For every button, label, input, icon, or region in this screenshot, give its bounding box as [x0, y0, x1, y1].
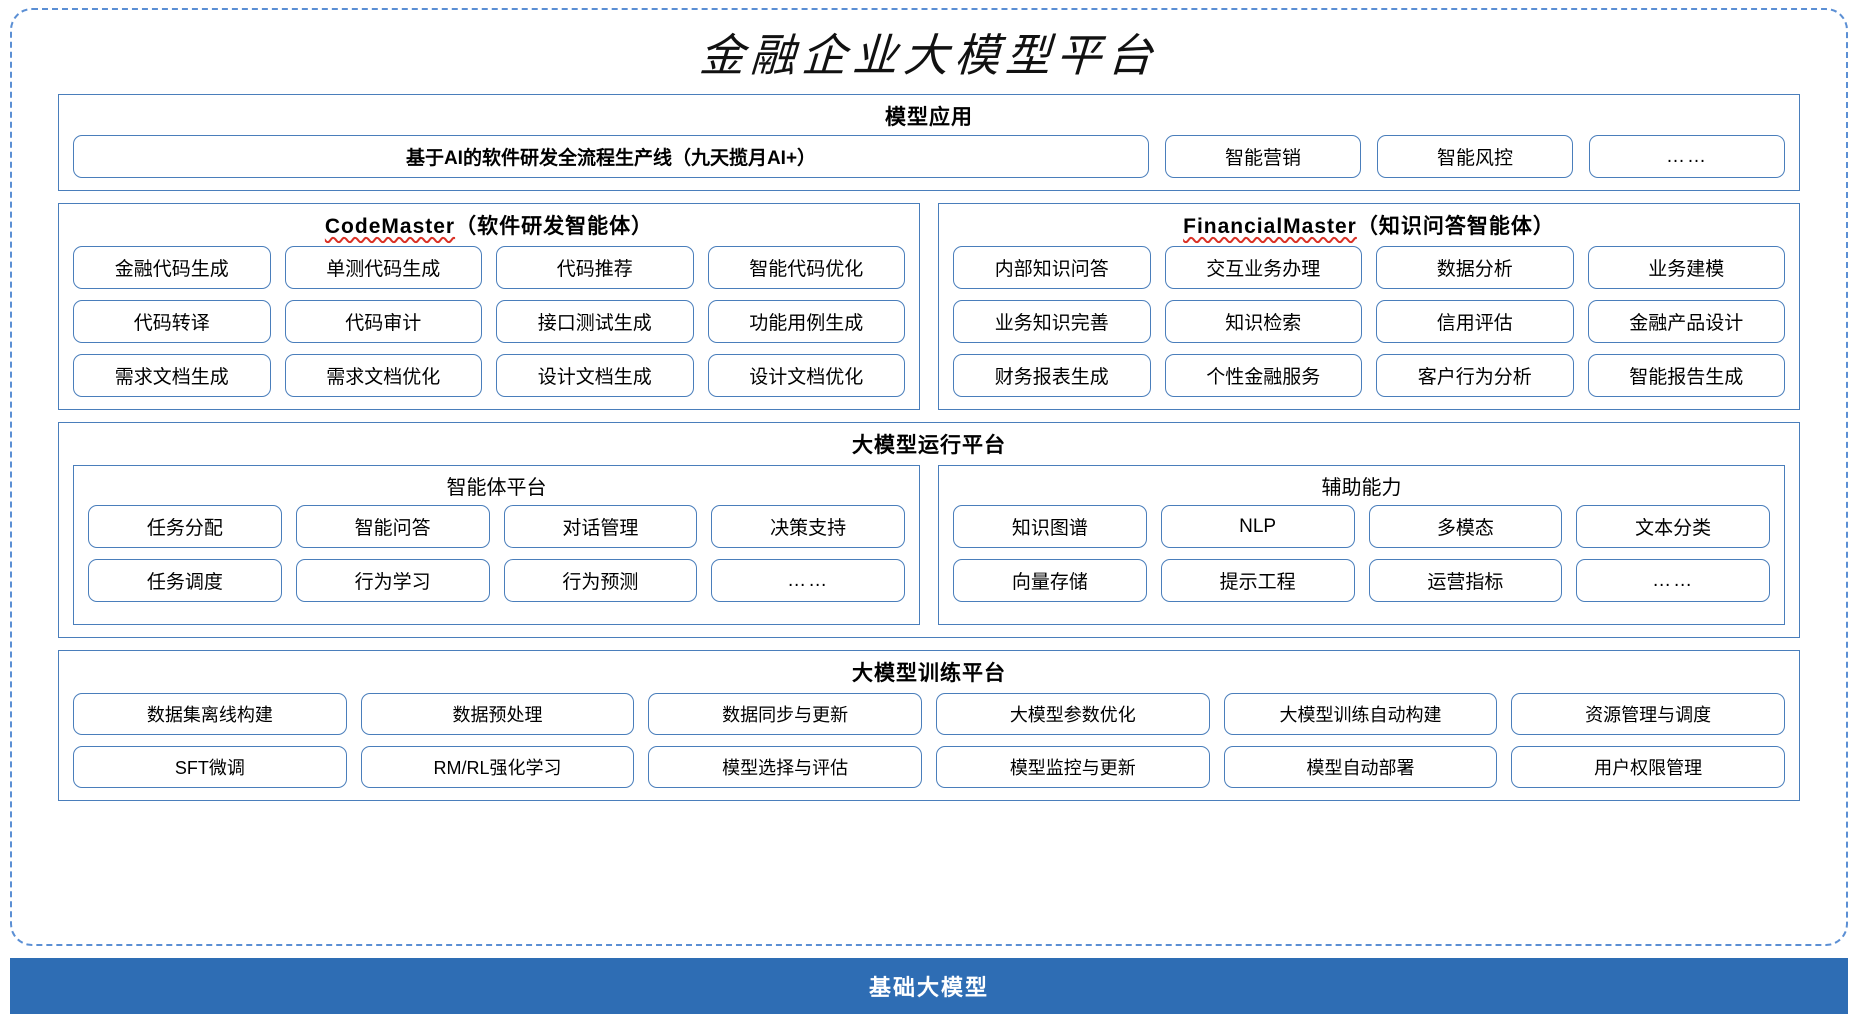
cm-item-3[interactable]: 智能代码优化: [707, 246, 905, 290]
fm-item-8[interactable]: 财务报表生成: [953, 354, 1151, 398]
app-item-smart-risk-control[interactable]: 智能风控: [1377, 135, 1573, 179]
app-item-ai-pipeline[interactable]: 基于AI的软件研发全流程生产线（九天揽月AI+）: [73, 135, 1149, 179]
cm-item-8[interactable]: 需求文档生成: [73, 354, 271, 398]
tp-item-3[interactable]: 大模型参数优化: [935, 693, 1210, 736]
fm-item-3[interactable]: 业务建模: [1587, 246, 1785, 290]
ap-item-5[interactable]: 行为学习: [295, 559, 490, 603]
panel-title-train-platform: 大模型训练平台: [852, 662, 1006, 686]
base-model-bar: 基础大模型: [10, 958, 1848, 1014]
ap-item-0[interactable]: 任务分配: [88, 505, 282, 549]
cm-item-2[interactable]: 代码推荐: [496, 246, 694, 290]
assist-capability-items: 知识图谱 NLP 多模态 文本分类 向量存储 提示工程 运营指标 ……: [939, 503, 1784, 614]
cm-item-4[interactable]: 代码转译: [73, 300, 271, 344]
tp-item-9[interactable]: 模型监控与更新: [935, 746, 1210, 789]
tp-item-2[interactable]: 数据同步与更新: [648, 693, 922, 736]
ap-item-4[interactable]: 任务调度: [88, 559, 282, 603]
fm-item-11[interactable]: 智能报告生成: [1587, 354, 1785, 398]
code-master-name: CodeMaster: [324, 215, 456, 239]
panel-financial-master: FinancialMaster（知识问答智能体） 内部知识问答 交互业务办理 数…: [938, 203, 1800, 411]
agent-platform-items: 任务分配 智能问答 对话管理 决策支持 任务调度 行为学习 行为预测 ……: [74, 503, 919, 614]
agents-row: CodeMaster（软件研发智能体） 金融代码生成 单测代码生成 代码推荐 智…: [58, 203, 1800, 411]
ac-item-3[interactable]: 文本分类: [1576, 505, 1770, 549]
cm-item-6[interactable]: 接口测试生成: [496, 300, 694, 344]
fm-item-5[interactable]: 知识检索: [1164, 300, 1362, 344]
code-master-subtitle: （软件研发智能体）: [455, 215, 654, 239]
fm-item-0[interactable]: 内部知识问答: [953, 246, 1151, 290]
fm-item-6[interactable]: 信用评估: [1376, 300, 1574, 344]
panel-train-platform: 大模型训练平台 数据集离线构建 数据预处理 数据同步与更新 大模型参数优化 大模…: [58, 650, 1800, 802]
ap-item-1[interactable]: 智能问答: [295, 505, 490, 549]
cm-item-10[interactable]: 设计文档生成: [496, 354, 694, 398]
tp-item-8[interactable]: 模型选择与评估: [648, 746, 922, 789]
app-item-more[interactable]: ……: [1589, 135, 1785, 179]
cm-item-5[interactable]: 代码审计: [284, 300, 482, 344]
fm-item-4[interactable]: 业务知识完善: [953, 300, 1151, 344]
financial-master-name: FinancialMaster: [1183, 215, 1357, 239]
ac-item-7[interactable]: ……: [1576, 559, 1770, 603]
subpanel-assist-capability: 辅助能力 知识图谱 NLP 多模态 文本分类 向量存储 提示工程 运营指标 ……: [938, 465, 1785, 626]
cm-item-11[interactable]: 设计文档优化: [707, 354, 905, 398]
ap-item-3[interactable]: 决策支持: [711, 505, 905, 549]
panel-title-model-application: 模型应用: [885, 106, 973, 130]
panel-model-application: 模型应用 基于AI的软件研发全流程生产线（九天揽月AI+） 智能营销 智能风控 …: [58, 94, 1800, 192]
ap-item-7[interactable]: ……: [711, 559, 905, 603]
ac-item-2[interactable]: 多模态: [1368, 505, 1563, 549]
tp-item-1[interactable]: 数据预处理: [360, 693, 635, 736]
fm-item-1[interactable]: 交互业务办理: [1164, 246, 1362, 290]
ac-item-1[interactable]: NLP: [1160, 505, 1355, 549]
code-master-items: 金融代码生成 单测代码生成 代码推荐 智能代码优化 代码转译 代码审计 接口测试…: [59, 244, 919, 409]
base-model-label: 基础大模型: [868, 975, 989, 1000]
subpanel-title-agent-platform: 智能体平台: [446, 477, 547, 500]
model-application-items: 基于AI的软件研发全流程生产线（九天揽月AI+） 智能营销 智能风控 ……: [59, 135, 1799, 190]
panel-title-financial-master: FinancialMaster（知识问答智能体）: [939, 204, 1799, 244]
tp-item-10[interactable]: 模型自动部署: [1223, 746, 1498, 789]
panel-run-platform: 大模型运行平台 智能体平台 任务分配 智能问答 对话管理 决策支持 任务调度 行…: [58, 422, 1800, 639]
tp-item-11[interactable]: 用户权限管理: [1511, 746, 1785, 789]
tp-item-6[interactable]: SFT微调: [73, 746, 347, 789]
ac-item-0[interactable]: 知识图谱: [953, 505, 1147, 549]
panel-title-code-master: CodeMaster（软件研发智能体）: [59, 204, 919, 244]
financial-master-subtitle: （知识问答智能体）: [1356, 215, 1555, 239]
fm-item-7[interactable]: 金融产品设计: [1587, 300, 1785, 344]
tp-item-5[interactable]: 资源管理与调度: [1511, 693, 1785, 736]
tp-item-4[interactable]: 大模型训练自动构建: [1223, 693, 1498, 736]
cm-item-1[interactable]: 单测代码生成: [284, 246, 482, 290]
panel-code-master: CodeMaster（软件研发智能体） 金融代码生成 单测代码生成 代码推荐 智…: [58, 203, 920, 411]
train-platform-items: 数据集离线构建 数据预处理 数据同步与更新 大模型参数优化 大模型训练自动构建 …: [59, 691, 1799, 800]
app-item-smart-marketing[interactable]: 智能营销: [1165, 135, 1361, 179]
fm-item-9[interactable]: 个性金融服务: [1164, 354, 1362, 398]
panel-title-run-platform: 大模型运行平台: [852, 434, 1006, 458]
page-title: 金融企业大模型平台: [698, 29, 1160, 82]
financial-master-items: 内部知识问答 交互业务办理 数据分析 业务建模 业务知识完善 知识检索 信用评估…: [939, 244, 1799, 409]
subpanel-agent-platform: 智能体平台 任务分配 智能问答 对话管理 决策支持 任务调度 行为学习 行为预测…: [73, 465, 920, 626]
ac-item-4[interactable]: 向量存储: [953, 559, 1147, 603]
subpanel-title-assist-capability: 辅助能力: [1321, 477, 1402, 500]
fm-item-10[interactable]: 客户行为分析: [1376, 354, 1574, 398]
cm-item-7[interactable]: 功能用例生成: [707, 300, 905, 344]
cm-item-0[interactable]: 金融代码生成: [73, 246, 271, 290]
ac-item-5[interactable]: 提示工程: [1160, 559, 1355, 603]
tp-item-0[interactable]: 数据集离线构建: [73, 693, 347, 736]
fm-item-2[interactable]: 数据分析: [1376, 246, 1574, 290]
tp-item-7[interactable]: RM/RL强化学习: [360, 746, 635, 789]
cm-item-9[interactable]: 需求文档优化: [284, 354, 482, 398]
ap-item-6[interactable]: 行为预测: [503, 559, 698, 603]
run-platform-subpanels: 智能体平台 任务分配 智能问答 对话管理 决策支持 任务调度 行为学习 行为预测…: [59, 463, 1799, 637]
ac-item-6[interactable]: 运营指标: [1368, 559, 1563, 603]
ap-item-2[interactable]: 对话管理: [503, 505, 698, 549]
